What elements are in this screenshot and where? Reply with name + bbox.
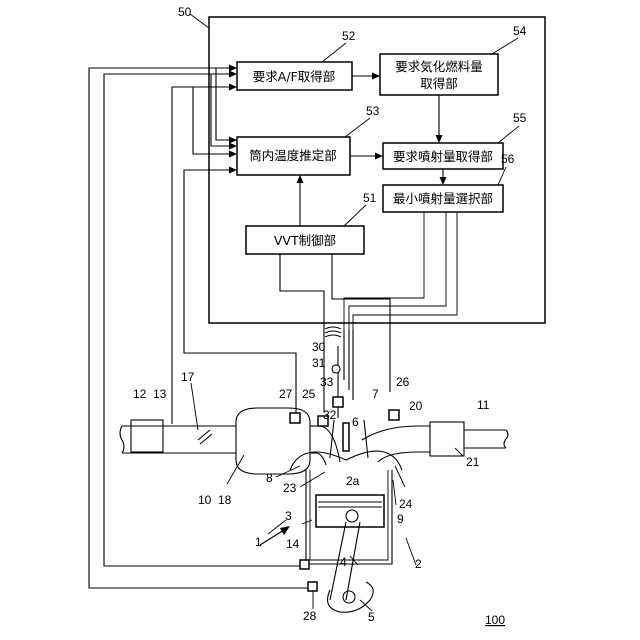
block-52: 要求A/F取得部 (237, 62, 352, 90)
ref-9: 9 (397, 512, 404, 526)
ref-30: 30 (312, 340, 326, 354)
ref-3: 3 (285, 509, 292, 523)
crankshaft-5 (328, 582, 374, 612)
ref-56: 56 (501, 152, 515, 166)
ref-6: 6 (352, 415, 359, 429)
ref-33: 33 (320, 375, 334, 389)
block-55: 要求噴射量取得部 (383, 143, 503, 169)
ref-51: 51 (363, 191, 377, 205)
ref-2: 2 (415, 557, 422, 571)
ref-4: 4 (340, 555, 347, 569)
catalyst-21 (430, 422, 464, 456)
fuel-system (325, 327, 343, 418)
ref-23: 23 (283, 481, 297, 495)
ref-53: 53 (366, 104, 380, 118)
ref-26: 26 (396, 375, 410, 389)
ref-8: 8 (266, 471, 273, 485)
ref-50: 50 (178, 5, 192, 19)
ref-25: 25 (302, 387, 316, 401)
ref-31: 31 (312, 356, 326, 370)
ref-10: 10 (198, 493, 212, 507)
ref-7: 7 (372, 387, 379, 401)
ref-5: 5 (368, 610, 375, 624)
block-56-label: 最小噴射量選択部 (393, 191, 493, 206)
ref-14: 14 (286, 537, 300, 551)
injector-32 (333, 397, 343, 407)
ref-21: 21 (466, 455, 480, 469)
block-52-label: 要求A/F取得部 (253, 69, 335, 84)
ref-1: 1 (255, 535, 262, 549)
engine-body (120, 408, 508, 612)
block-54: 要求気化燃料量 取得部 (380, 54, 498, 95)
ref-17: 17 (181, 370, 195, 384)
block-51: VVT制御部 (246, 226, 364, 254)
fuel-sensor-icon (332, 365, 340, 373)
block-54-label-2: 取得部 (420, 76, 458, 91)
ref-52: 52 (342, 29, 356, 43)
block-51-label: VVT制御部 (274, 233, 336, 248)
block-53-label: 筒内温度推定部 (249, 148, 337, 163)
ref-27: 27 (279, 387, 293, 401)
ref-18: 18 (218, 493, 232, 507)
ref-28: 28 (303, 609, 317, 623)
block-56: 最小噴射量選択部 (383, 185, 503, 212)
ref-2a: 2a (346, 474, 360, 488)
block-55-label: 要求噴射量取得部 (393, 149, 493, 164)
block-54-label-1: 要求気化燃料量 (395, 59, 483, 74)
ref-100: 100 (485, 613, 505, 627)
ref-32: 32 (323, 408, 337, 422)
ref-55: 55 (513, 111, 527, 125)
ref-12: 12 (133, 387, 147, 401)
block-53: 筒内温度推定部 (237, 137, 350, 175)
ref-13: 13 (153, 387, 167, 401)
ref-54: 54 (513, 24, 527, 38)
ref-20: 20 (409, 399, 423, 413)
ref-11: 11 (477, 398, 490, 412)
ref-24: 24 (399, 497, 413, 511)
